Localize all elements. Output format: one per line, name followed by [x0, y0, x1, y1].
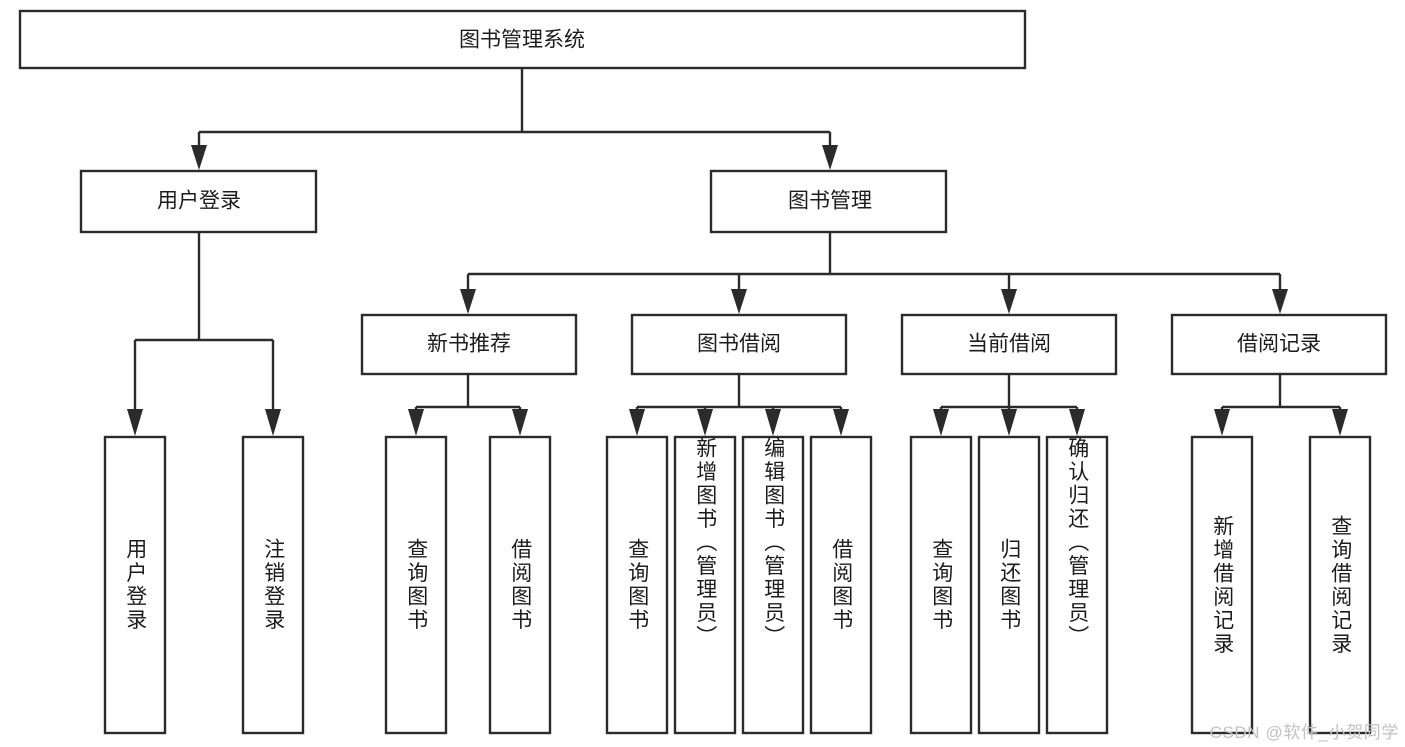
leaf-edit-book-box[interactable] — [741, 435, 805, 735]
node-book-management-box[interactable] — [709, 169, 948, 234]
leaf-borrow-book-1-box[interactable] — [488, 435, 552, 735]
arrow-head-leaf-user-login — [127, 409, 143, 436]
node-book-borrow-label: 图书借阅 — [697, 333, 781, 356]
arrow-head-leaf-query-book-2 — [629, 409, 645, 436]
leaf-query-record-box[interactable] — [1308, 435, 1372, 735]
leaf-logout-login-box[interactable] — [241, 435, 305, 735]
node-book-management[interactable]: 图书管理 — [709, 169, 948, 234]
node-user-login-label: 用户登录 — [157, 190, 241, 213]
leaf-user-login-box[interactable] — [103, 435, 167, 735]
leaf-query-book-2-box[interactable] — [605, 435, 669, 735]
node-user-login[interactable]: 用户登录 — [79, 169, 318, 234]
node-root[interactable]: 图书管理系统 — [18, 9, 1027, 70]
arrow-head-book-borrow — [731, 289, 747, 314]
node-new-book-recommend[interactable]: 新书推荐 — [360, 313, 578, 376]
node-root-label: 图书管理系统 — [459, 29, 585, 52]
node-borrow-record-box[interactable] — [1170, 313, 1388, 376]
arrow-head-new-book-recommend — [460, 289, 476, 314]
arrow-head-user-login — [191, 145, 207, 170]
arrow-head-leaf-add-record — [1214, 409, 1230, 436]
connector-group-book-management — [460, 233, 1288, 314]
connector-group-book-borrow — [629, 375, 849, 436]
node-book-borrow-box[interactable] — [630, 313, 848, 376]
leaf-query-book-1-box[interactable] — [384, 435, 448, 735]
arrow-head-borrow-record — [1272, 289, 1288, 314]
leaf-boxes — [103, 435, 1372, 735]
arrow-head-leaf-query-book-3 — [933, 409, 949, 436]
node-new-book-recommend-box[interactable] — [360, 313, 578, 376]
node-borrow-record[interactable]: 借阅记录 — [1170, 313, 1388, 376]
connector-group-new-book-recommend — [408, 375, 528, 436]
arrow-head-current-borrow — [1001, 289, 1017, 314]
arrow-head-leaf-borrow-book-2 — [833, 409, 849, 436]
leaf-confirm-return-box[interactable] — [1045, 435, 1109, 735]
node-user-login-box[interactable] — [79, 169, 318, 234]
arrow-head-leaf-return-book — [1001, 409, 1017, 436]
csdn-watermark: CSDN @软件_小贺同学 — [1209, 723, 1399, 742]
leaf-add-record-box[interactable] — [1190, 435, 1254, 735]
connector-group-root — [191, 69, 838, 170]
node-current-borrow[interactable]: 当前借阅 — [900, 313, 1118, 376]
leaf-query-book-3-box[interactable] — [909, 435, 973, 735]
connector-group-current-borrow — [933, 375, 1085, 436]
connector-group-user-login — [127, 233, 281, 436]
node-borrow-record-label: 借阅记录 — [1237, 333, 1321, 356]
connector-group-borrow-record — [1214, 375, 1348, 436]
node-book-management-label: 图书管理 — [788, 190, 872, 213]
arrow-head-leaf-add-book — [697, 409, 713, 436]
arrow-head-leaf-edit-book — [765, 409, 781, 436]
node-new-book-recommend-label: 新书推荐 — [427, 333, 511, 356]
arrow-head-leaf-logout-login — [265, 409, 281, 436]
arrow-head-leaf-query-book-1 — [408, 409, 424, 436]
node-current-borrow-box[interactable] — [900, 313, 1118, 376]
leaf-return-book-box[interactable] — [977, 435, 1041, 735]
leaf-add-book-box[interactable] — [673, 435, 737, 735]
arrow-head-leaf-query-record — [1332, 409, 1348, 436]
node-book-borrow[interactable]: 图书借阅 — [630, 313, 848, 376]
node-root-box[interactable] — [18, 9, 1027, 70]
leaf-borrow-book-2-box[interactable] — [809, 435, 873, 735]
arrow-head-leaf-confirm-return — [1069, 409, 1085, 436]
arrow-head-leaf-borrow-book-1 — [512, 409, 528, 436]
node-current-borrow-label: 当前借阅 — [967, 333, 1051, 356]
arrow-head-book-management — [822, 145, 838, 170]
